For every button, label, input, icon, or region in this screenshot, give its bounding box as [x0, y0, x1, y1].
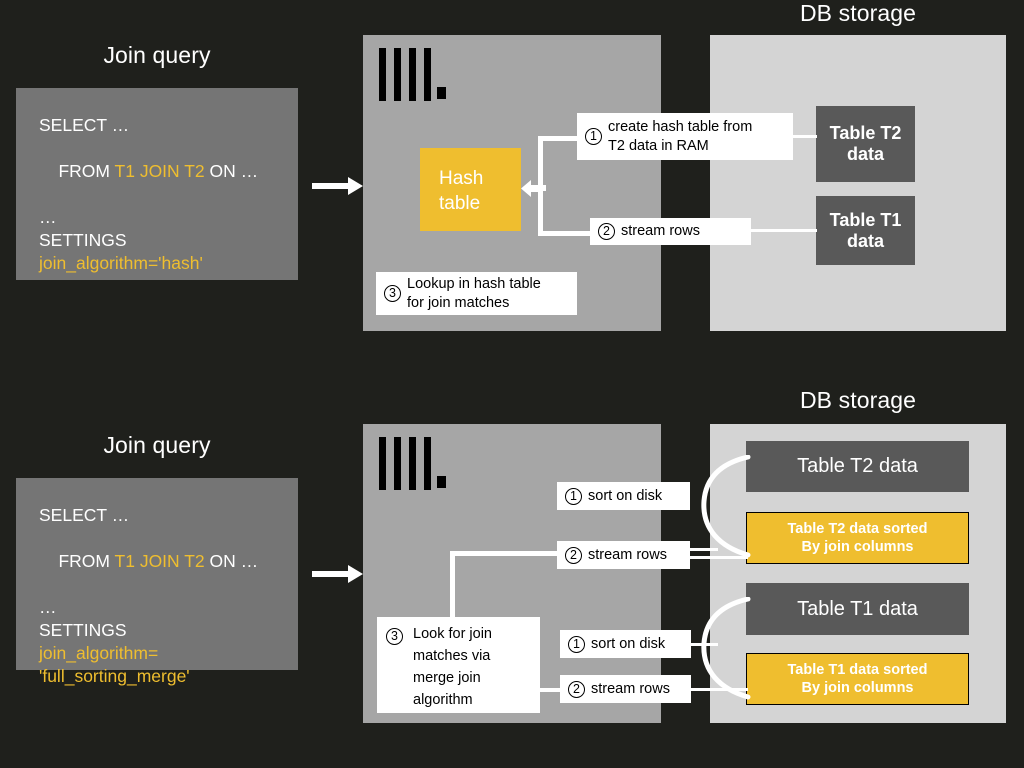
logo-dot: [437, 476, 446, 488]
callout-number: 1: [568, 635, 585, 653]
connector-bracket-bottom-horizontal: [538, 231, 590, 236]
query-line-join-algorithm: join_algorithm='hash': [39, 253, 203, 273]
storage-box-t1-data-top: Table T1 data: [816, 196, 915, 265]
callout-text: stream rows: [591, 680, 670, 697]
callout-number: 1: [565, 487, 582, 505]
callout-bottom-stream-rows-t2: 2 stream rows: [557, 541, 690, 569]
query-line-settings: SETTINGS: [39, 620, 127, 640]
join-query-heading-bottom: Join query: [103, 432, 211, 458]
callout-number: 3: [386, 628, 403, 645]
callout-text: Look for join matches via merge join alg…: [413, 626, 492, 708]
callout-bottom-merge-join: 3 Look for join matches via merge join a…: [377, 617, 540, 713]
query-line-join-algorithm-value: 'full_sorting_merge': [39, 666, 190, 686]
connector-sortdisk-t2-stub: [690, 548, 718, 551]
storage-box-t1-data-bottom: Table T1 data: [746, 583, 969, 635]
logo-dot: [437, 87, 446, 99]
callout-text: stream rows: [588, 546, 667, 563]
logo-bar-2: [394, 437, 401, 490]
callout-number: 2: [568, 680, 585, 698]
storage-box-t2-data-top: Table T2 data: [816, 106, 915, 182]
logo-bar-4: [424, 48, 431, 101]
query-line-select: SELECT …: [39, 115, 130, 135]
query-join-keyword: T1 JOIN T2: [114, 551, 205, 571]
query-line-ellipsis: …: [39, 597, 57, 617]
connector-merge-bottom-stub: [540, 688, 562, 692]
hash-table-inflow-arrow: [521, 180, 543, 197]
callout-text: sort on disk: [591, 635, 666, 652]
query-join-keyword: T1 JOIN T2: [114, 161, 205, 181]
query-line-ellipsis: …: [39, 207, 57, 227]
callout-bottom-sort-disk-t2: 1 sort on disk: [557, 482, 690, 510]
callout-top-1: 1 create hash table from T2 data in RAM: [577, 113, 793, 160]
storage-box-t2-data-bottom: Table T2 data: [746, 441, 969, 492]
callout-bottom-stream-rows-t1: 2 stream rows: [560, 675, 691, 703]
query-line-select: SELECT …: [39, 505, 130, 525]
connector-bracket-top-horizontal: [538, 136, 583, 141]
callout-text: stream rows: [621, 223, 700, 239]
callout-text: sort on disk: [588, 487, 663, 504]
db-storage-heading-bottom: DB storage: [799, 387, 917, 413]
logo-bar-1: [379, 437, 386, 490]
callout-text: Lookup in hash table for join matches: [407, 275, 541, 311]
callout-number: 3: [384, 285, 401, 302]
callout-number: 1: [585, 128, 602, 145]
query-line-from: FROM T1 JOIN T2 ON …: [39, 137, 298, 206]
callout-top-2: 2 stream rows: [590, 218, 751, 245]
connector-streamrows-t1-line: [690, 688, 748, 691]
flow-arrow-bottom: [312, 564, 364, 584]
join-query-box-top: SELECT … FROM T1 JOIN T2 ON … … SETTINGS…: [16, 88, 298, 280]
query-from-suffix: ON …: [204, 161, 259, 181]
logo-bar-1: [379, 48, 386, 101]
connector-t2-to-callout1: [793, 135, 817, 138]
callout-bottom-sort-disk-t1: 1 sort on disk: [560, 630, 691, 658]
join-query-box-bottom: SELECT … FROM T1 JOIN T2 ON … … SETTINGS…: [16, 478, 298, 686]
callout-top-3: 3 Lookup in hash table for join matches: [376, 272, 577, 315]
logo-bar-2: [394, 48, 401, 101]
clickhouse-logo-bottom: [379, 437, 449, 490]
db-storage-panel-top: [710, 35, 1006, 331]
connector-merge-top-horizontal: [450, 551, 560, 556]
clickhouse-logo-top: [379, 48, 449, 101]
logo-bar-3: [409, 48, 416, 101]
connector-streamrows-t2-line: [690, 556, 748, 559]
callout-number: 2: [565, 546, 582, 564]
storage-box-t2-sorted-bottom: Table T2 data sorted By join columns: [746, 512, 969, 564]
logo-bar-4: [424, 437, 431, 490]
logo-bar-3: [409, 437, 416, 490]
connector-merge-vertical: [450, 551, 455, 621]
flow-arrow-top: [312, 176, 364, 196]
callout-number: 2: [598, 223, 615, 240]
storage-box-t1-sorted-bottom: Table T1 data sorted By join columns: [746, 653, 969, 705]
query-line-join-algorithm: join_algorithm=: [39, 643, 159, 663]
query-line-settings: SETTINGS: [39, 230, 127, 250]
bracket-curve-t1: [700, 596, 760, 707]
query-from-suffix: ON …: [204, 551, 259, 571]
query-line-from: FROM T1 JOIN T2 ON …: [39, 527, 298, 596]
bracket-curve-t2: [700, 454, 760, 565]
query-from-prefix: FROM: [58, 161, 115, 181]
callout-text: create hash table from T2 data in RAM: [608, 118, 753, 154]
query-from-prefix: FROM: [58, 551, 115, 571]
db-storage-heading-top: DB storage: [799, 0, 917, 26]
join-query-heading-top: Join query: [103, 42, 211, 68]
connector-t1-to-callout2: [751, 229, 817, 232]
